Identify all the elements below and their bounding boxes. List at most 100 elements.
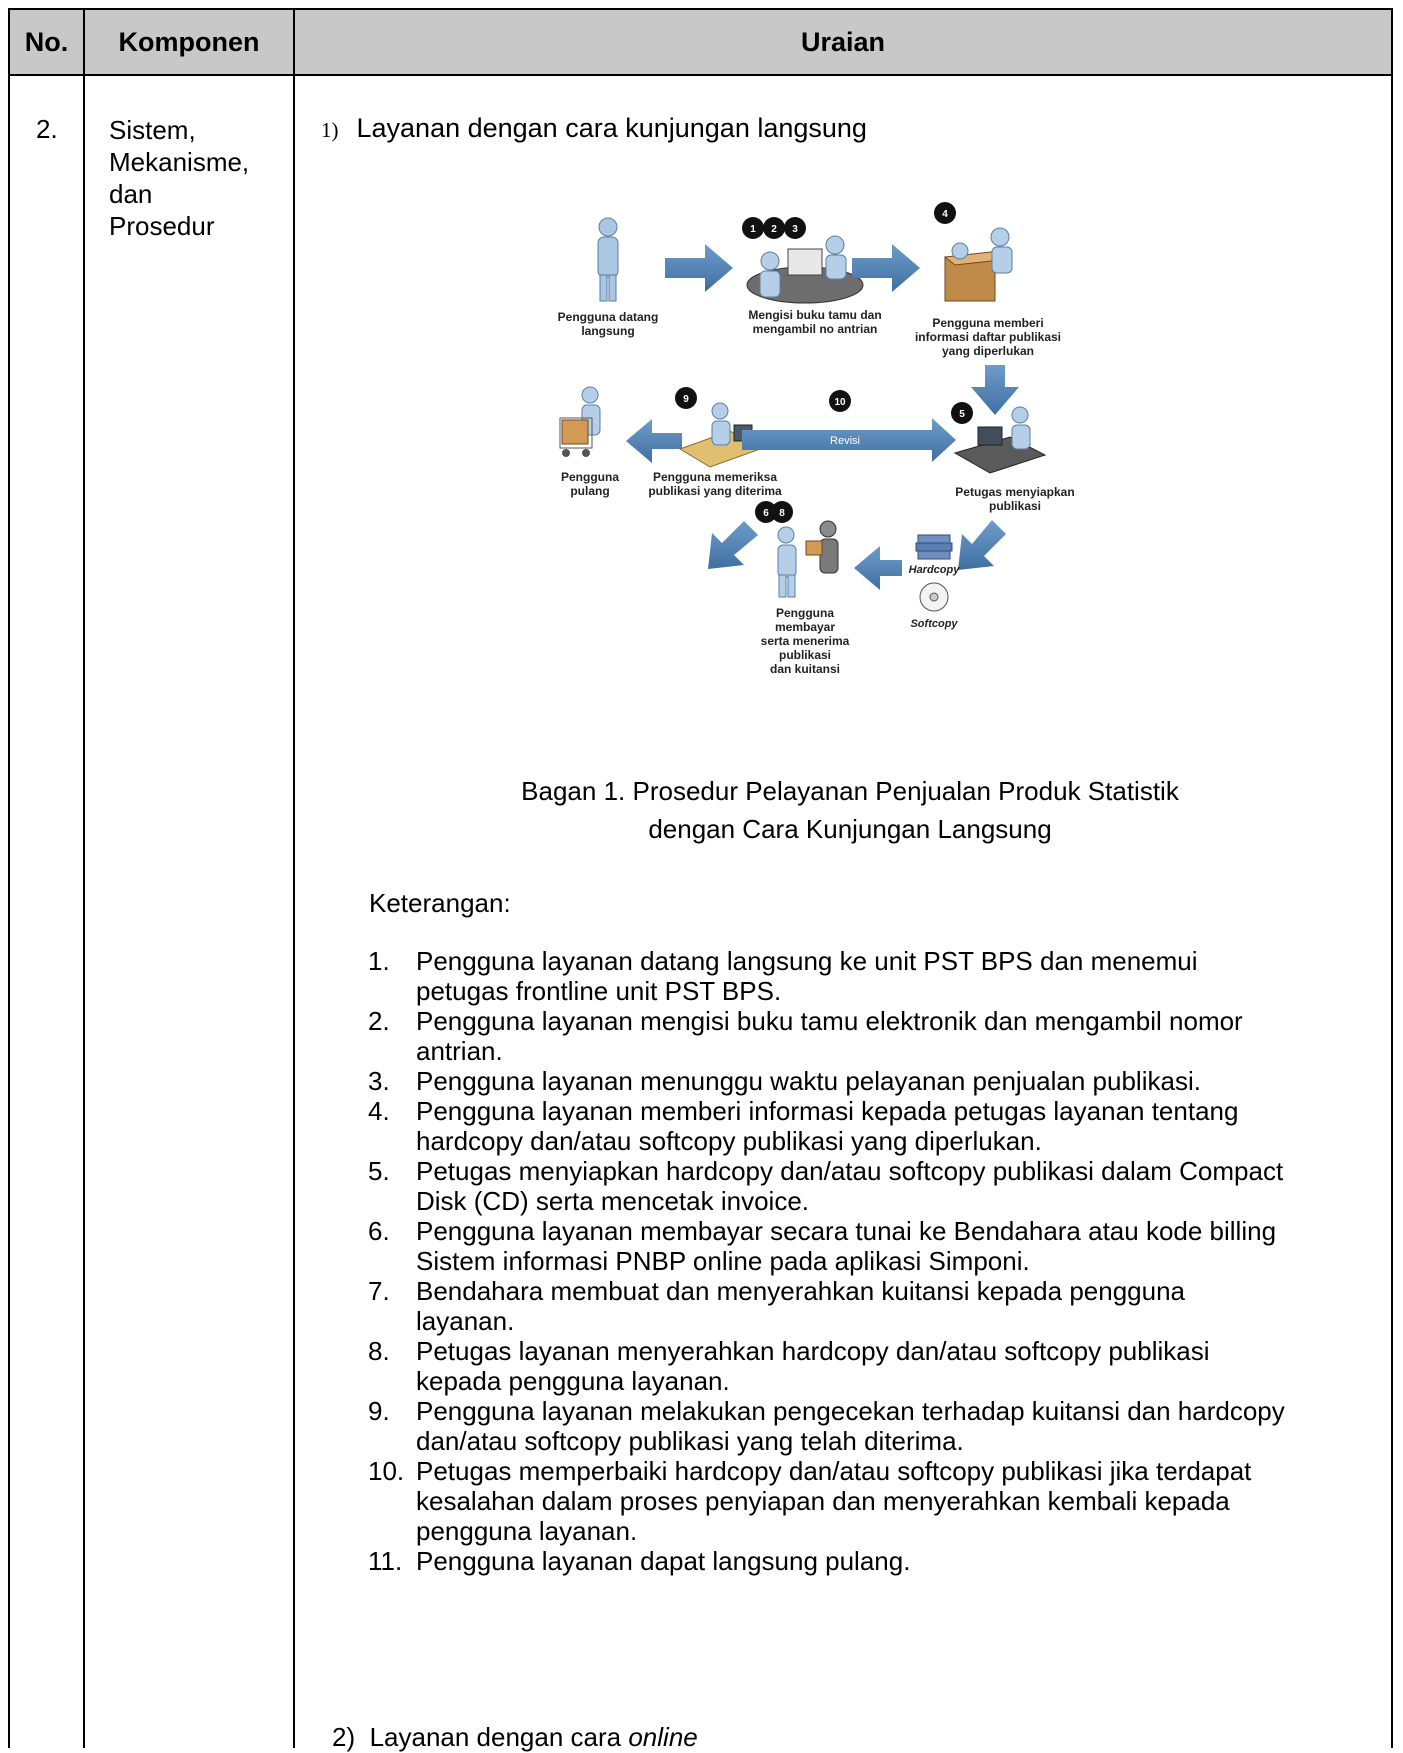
component-line: Prosedur [109,211,215,241]
step-number: 11. [368,1546,403,1576]
label-memberi-3: yang diperlukan [942,344,1034,358]
list-item: 8.Petugas layanan menyerahkan hardcopy d… [368,1336,1403,1396]
step-number: 1. [368,946,390,976]
procedure-flow-diagram: Pengguna datang langsung 1 2 3 Mengisi b… [558,202,1075,676]
step-text: Petugas memperbaiki hardcopy dan/atau so… [416,1456,1252,1486]
badge-4: 4 [942,209,948,220]
column-divider [293,10,295,1748]
header-komponen: Komponen [118,26,260,57]
list-item: 10. Petugas memperbaiki hardcopy dan/atau… [368,1456,1403,1546]
step-text: antrian. [416,1036,503,1066]
component-line: dan [109,179,153,209]
step-text: Pengguna layanan memberi informasi kepad… [416,1096,1239,1126]
flow-arrow [852,244,920,292]
step-text: Bendahara membuat dan menyerahkan kuitan… [416,1276,1185,1306]
person-arriving-icon [597,217,619,302]
section-2-title: 2) Layanan dengan cara [332,1722,629,1752]
badge-5: 5 [959,409,965,420]
label-datang-2: langsung [581,324,634,338]
step-number: 3. [368,1066,390,1096]
list-item: 6. Pengguna layanan membayar secara tunai… [368,1216,1403,1276]
label-memberi-2: informasi daftar publikasi [915,330,1061,344]
badge-10: 10 [834,397,846,408]
step-text: kesalahan dalam proses penyiapan dan men… [416,1486,1230,1516]
step-text: Pengguna layanan datang langsung ke unit… [416,946,1198,976]
label-datang-1: Pengguna datang [558,310,659,324]
step-number: 2. [368,1006,390,1036]
revision-arrow [742,418,956,462]
step-number: 10. [368,1456,405,1486]
step-number: 9. [368,1396,390,1426]
label-softcopy: Softcopy [910,618,958,630]
list-item: 11.Pengguna layanan dapat langsung pulan… [368,1546,1403,1576]
flow-arrow [971,365,1019,415]
label-buku-1: Mengisi buku tamu dan [748,308,881,322]
label-bayar-4: publikasi [779,648,831,662]
label-siapkan-2: publikasi [989,499,1041,513]
payment-handover-icon [777,520,839,598]
badge-2: 2 [771,224,777,235]
header-no: No. [24,26,69,57]
label-siapkan-1: Petugas menyiapkan [955,485,1074,499]
label-pulang-2: pulang [570,484,609,498]
step-text: Pengguna layanan membayar secara tunai k… [416,1216,1277,1246]
caption-line-2: dengan Cara Kunjungan Langsung [648,814,1052,844]
step-number: 5. [368,1156,390,1186]
step-number: 4. [368,1096,390,1126]
section-1-title: Layanan dengan cara kunjungan langsung [356,113,867,143]
step-text: layanan. [416,1306,515,1336]
badge-8: 8 [779,508,785,519]
step-number: 6. [368,1216,390,1246]
step-text: Pengguna layanan melakukan pengecekan te… [416,1396,1285,1426]
list-item: 1. Pengguna layanan datang langsung ke un… [368,946,1403,1006]
label-bayar-2: membayar [775,620,835,634]
badge-9: 9 [683,394,689,405]
badge-1: 1 [750,224,756,235]
step-text: Disk (CD) serta mencetak invoice. [416,1186,809,1216]
flow-arrow [626,419,682,463]
steps-list: 1. Pengguna layanan datang langsung ke un… [368,946,1403,1576]
section-2-heading: 2) Layanan dengan cara online [332,1722,698,1753]
label-bayar-5: dan kuitansi [770,662,840,676]
figure-caption: Bagan 1. Prosedur Pelayanan Penjualan Pr… [310,772,1390,848]
label-memberi-1: Pengguna memberi [932,316,1043,330]
label-periksa-2: publikasi yang diterima [648,484,782,498]
guestbook-desk-icon [746,235,864,304]
section-1-number: 1) [321,118,339,142]
step-text: kepada pengguna layanan. [416,1366,730,1396]
label-hardcopy: Hardcopy [909,564,961,576]
staff-prepares-publication-icon [953,406,1047,474]
list-item: 4. Pengguna layanan memberi informasi kep… [368,1096,1403,1156]
step-text: Pengguna layanan menunggu waktu pelayana… [416,1066,1201,1096]
label-pulang-1: Pengguna [561,470,619,484]
hardcopy-books-icon [915,534,953,560]
step-text: petugas frontline unit PST BPS. [416,976,782,1006]
list-item: 7.Bendahara membuat dan menyerahkan kuit… [368,1276,1403,1336]
component-line: Mekanisme, [109,147,250,177]
list-item: 5.Petugas menyiapkan hardcopy dan/atau s… [368,1156,1403,1216]
label-buku-2: mengambil no antrian [753,322,878,336]
list-item: 2. Pengguna layanan mengisi buku tamu ele… [368,1006,1403,1066]
flow-arrow [958,520,1006,570]
user-informs-staff-icon [943,227,1013,302]
shopping-cart-person-icon [559,386,601,457]
step-text: Pengguna layanan mengisi buku tamu elekt… [416,1006,1243,1036]
keterangan-heading: Keterangan: [369,888,511,918]
softcopy-cd-icon [919,582,949,612]
table-header [10,10,1391,76]
section-1-heading: 1) Layanan dengan cara kunjungan langsung [321,113,867,144]
label-revisi: Revisi [830,435,860,447]
list-item: 9. Pengguna layanan melakukan pengecekan … [368,1396,1403,1456]
list-item: 3. Pengguna layanan menunggu waktu pelaya… [368,1066,1403,1096]
badge-6: 6 [763,508,769,519]
step-text: hardcopy dan/atau softcopy publikasi yan… [416,1126,1042,1156]
step-text: Petugas layanan menyerahkan hardcopy dan… [416,1336,1210,1366]
procedure-table: No. Komponen Uraian 2. Sistem, Mekanisme… [8,8,1393,1752]
component-line: Sistem, [109,115,196,145]
step-badges-1-2-3: 1 2 3 [742,217,806,239]
label-periksa-1: Pengguna memeriksa [653,470,777,484]
step-text: Sistem informasi PNBP online pada aplika… [416,1246,1030,1276]
header-uraian: Uraian [800,26,886,57]
label-bayar-3: serta menerima [761,634,850,648]
step-text: pengguna layanan. [416,1516,638,1546]
